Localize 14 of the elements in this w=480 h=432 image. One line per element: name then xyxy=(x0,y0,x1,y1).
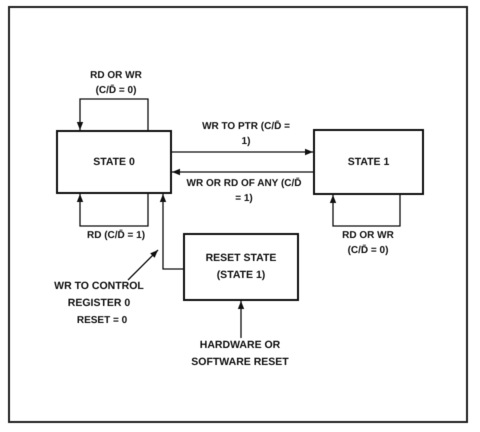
arrow xyxy=(172,168,313,176)
edge-label: WR TO PTR (C/D̄ = 1) xyxy=(200,119,292,149)
state-box: RESET STATE (STATE 1) xyxy=(183,233,299,301)
arrow xyxy=(238,301,244,338)
node-text: HARDWARE OR SOFTWARE RESET xyxy=(175,338,305,370)
leader-arrow xyxy=(128,250,158,280)
self-loop-arrow xyxy=(76,194,149,227)
state-box: STATE 1 xyxy=(313,129,424,195)
state-box: STATE 0 xyxy=(56,130,172,194)
arrow xyxy=(160,194,183,270)
self-loop-arrow xyxy=(330,195,401,227)
node-text: WR TO CONTROL REGISTER 0 xyxy=(40,280,158,310)
arrow xyxy=(172,148,313,156)
self-loop-arrow xyxy=(76,98,149,130)
